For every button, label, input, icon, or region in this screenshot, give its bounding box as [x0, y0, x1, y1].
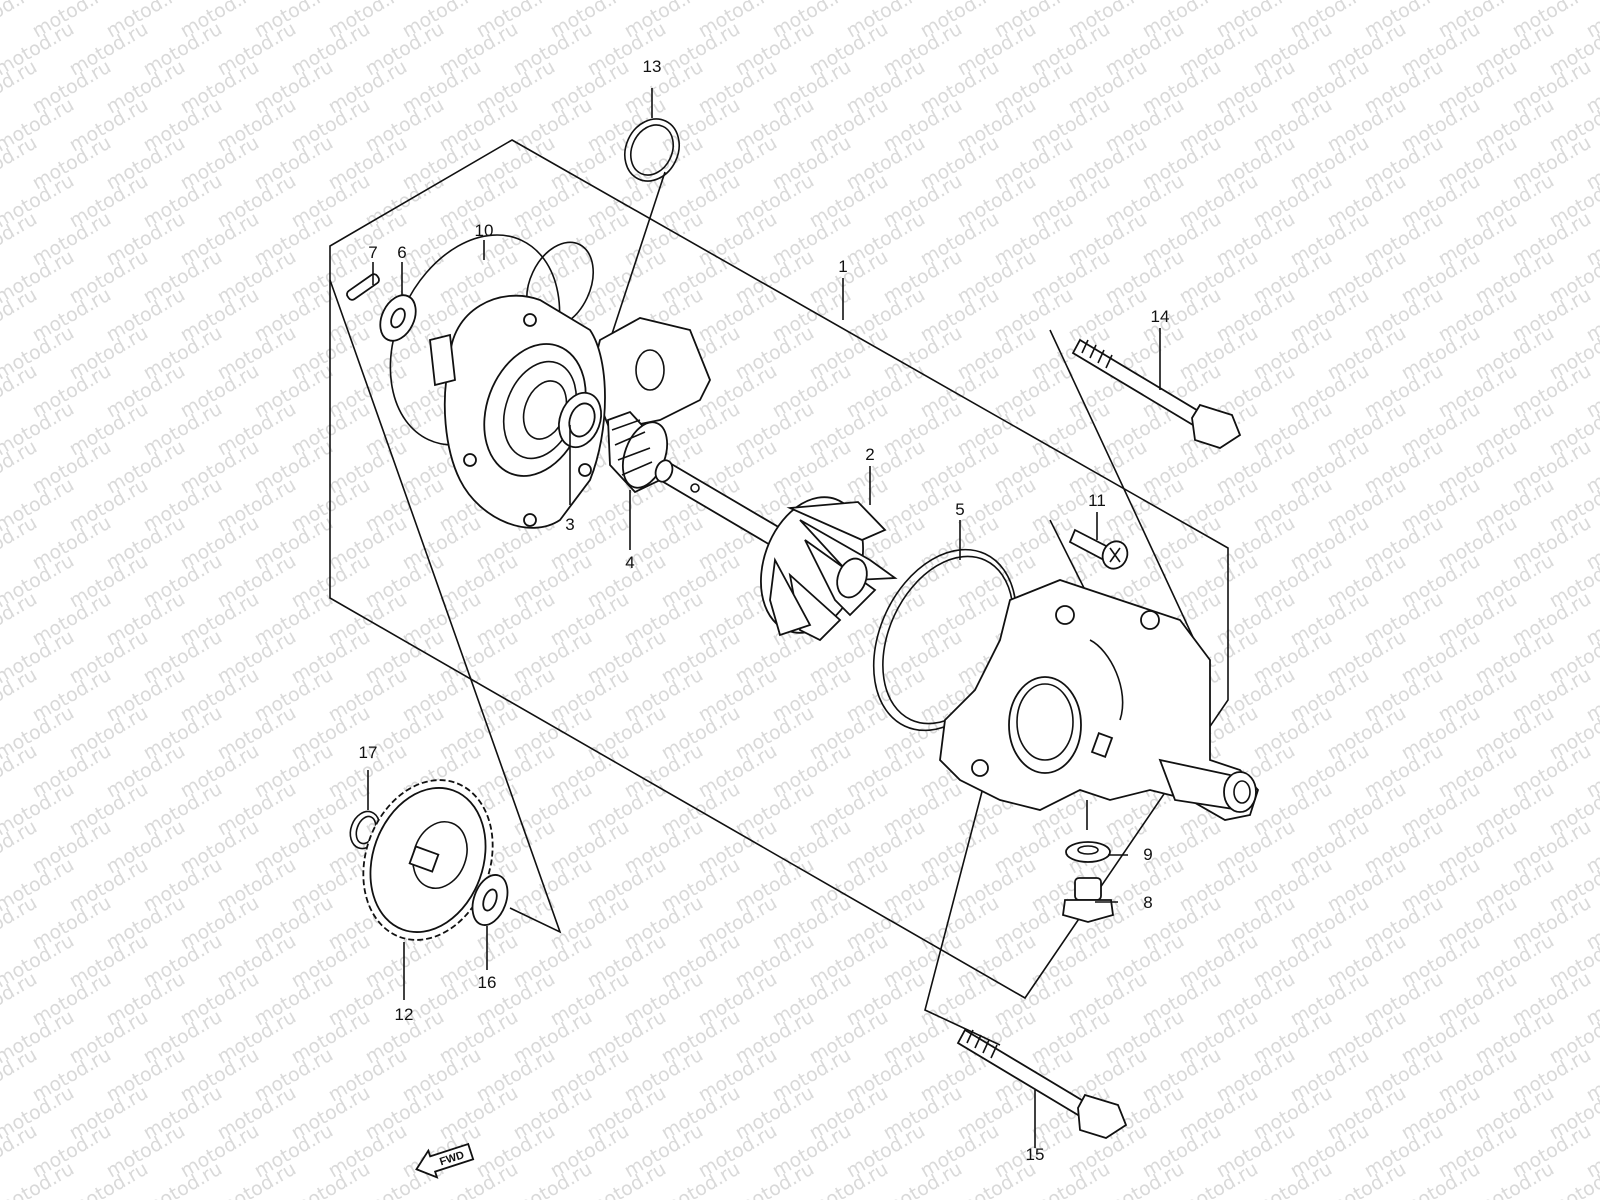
callout-labels: 1 2 3 4 5 6 7 8 9 10 11 12 13 14 15 16 1…: [359, 57, 1170, 1164]
bolt-11: [1068, 528, 1129, 570]
callout-10: 10: [475, 221, 494, 240]
fwd-arrow: FWD: [415, 1142, 475, 1179]
assembly-outline: [329, 139, 1229, 1000]
callout-4: 4: [625, 553, 634, 572]
bolt-14: [1071, 338, 1242, 449]
o-ring-13: [624, 118, 680, 182]
callout-9: 9: [1143, 845, 1152, 864]
callout-14: 14: [1151, 307, 1170, 326]
washer-16: [471, 874, 509, 926]
callout-7: 7: [368, 243, 377, 262]
callout-16: 16: [478, 973, 497, 992]
callout-11: 11: [1088, 491, 1106, 510]
leader-lines: [367, 88, 1161, 1148]
callout-2: 2: [865, 445, 874, 464]
callout-1: 1: [838, 257, 847, 276]
pump-cover: [939, 579, 1260, 821]
washer-6: [379, 294, 417, 342]
callout-15: 15: [1026, 1145, 1045, 1164]
callout-12: 12: [395, 1005, 414, 1024]
pin-7: [346, 273, 380, 301]
washer-9: [1065, 841, 1111, 863]
gear-12: [362, 779, 494, 941]
bolt-15: [956, 1028, 1128, 1139]
callout-5: 5: [955, 500, 964, 519]
pump-housing: [429, 294, 711, 529]
drain-bolt-8: [1062, 877, 1114, 923]
callout-3: 3: [565, 515, 574, 534]
callout-6: 6: [397, 243, 406, 262]
callout-8: 8: [1143, 893, 1152, 912]
impeller-2: [760, 496, 898, 642]
callout-13: 13: [643, 57, 662, 76]
callout-17: 17: [359, 743, 378, 762]
